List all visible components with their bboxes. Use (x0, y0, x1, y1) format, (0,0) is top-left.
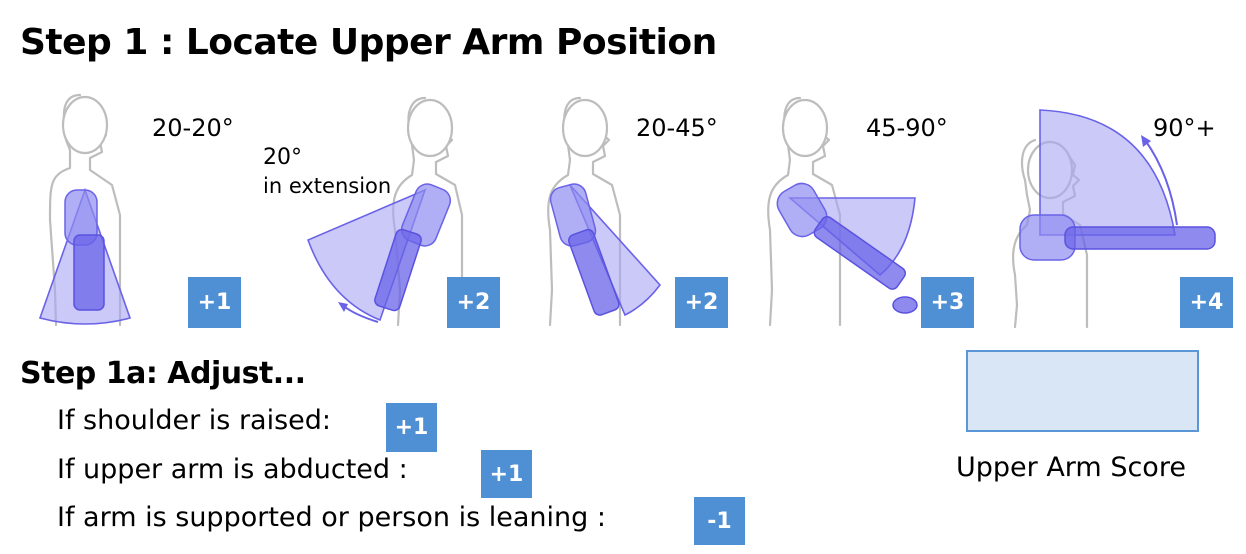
angle-label-4: 45-90° (866, 114, 948, 142)
adjust-badge-abducted: +1 (481, 450, 532, 498)
angle-label-2: 20° (263, 145, 302, 170)
figure-position-5 (1011, 109, 1216, 329)
angle-label-5: 90°+ (1153, 114, 1216, 142)
score-badge-1: +1 (188, 277, 241, 328)
figure-position-1 (38, 93, 132, 327)
adjust-badge-supported: -1 (694, 497, 745, 545)
score-badge-4: +3 (921, 277, 974, 328)
figure-position-3 (547, 96, 662, 327)
score-badge-5: +4 (1180, 277, 1233, 328)
angle-sublabel-2: in extension (263, 174, 392, 198)
upper-arm-score-input[interactable] (966, 350, 1199, 432)
upper-arm-score-label: Upper Arm Score (956, 452, 1186, 483)
score-badge-2: +2 (447, 277, 500, 328)
figure-position-2 (306, 96, 464, 327)
adjust-badge-shoulder: +1 (386, 403, 437, 452)
adjust-label-abducted: If upper arm is abducted : (57, 454, 408, 485)
adjust-title: Step 1a: Adjust... (20, 356, 306, 391)
angle-label-3: 20-45° (636, 114, 718, 142)
figure-position-4 (767, 96, 918, 327)
adjust-label-shoulder: If shoulder is raised: (57, 405, 332, 436)
adjust-label-supported: If arm is supported or person is leaning… (57, 502, 606, 533)
score-badge-3: +2 (675, 277, 728, 328)
angle-label-1: 20-20° (152, 114, 234, 142)
page-title: Step 1 : Locate Upper Arm Position (20, 22, 717, 63)
